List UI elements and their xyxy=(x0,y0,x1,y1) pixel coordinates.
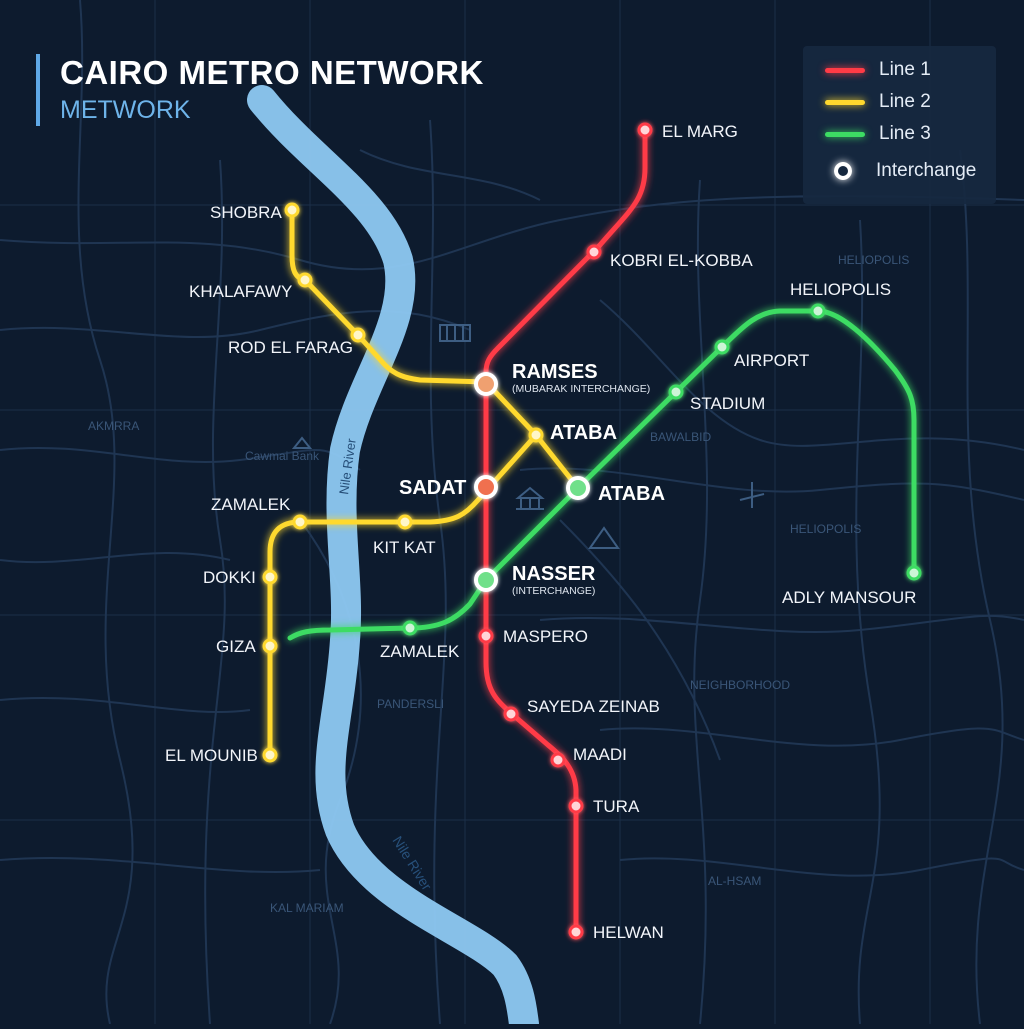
map-subtitle: METWORK xyxy=(60,96,191,124)
station-label: ZAMALEK xyxy=(211,495,291,514)
district-label: BAWALBID xyxy=(650,430,711,444)
station-label: SAYEDA ZEINAB xyxy=(527,697,660,716)
district-label: Cawmai Bank xyxy=(245,449,320,463)
bank-icon xyxy=(291,436,313,449)
legend: Line 1 Line 2 Line 3 Interchange xyxy=(803,46,996,204)
interchange-note-ramses: (MUBARAK INTERCHANGE) xyxy=(512,383,650,395)
station-kobri-el-kobba[interactable] xyxy=(586,244,602,260)
line3-swatch xyxy=(825,131,865,137)
station-maspero[interactable] xyxy=(478,628,494,644)
legend-label: Interchange xyxy=(876,160,977,181)
line-2-route xyxy=(267,207,581,758)
station-label: HELWAN xyxy=(593,923,664,942)
legend-label: Line 1 xyxy=(879,59,931,80)
interchange-nasser[interactable] xyxy=(474,568,498,592)
district-label: HELIOPOLIS xyxy=(790,522,861,536)
title-block: CAIRO METRO NETWORK METWORK xyxy=(36,54,484,126)
station-maadi[interactable] xyxy=(550,752,566,768)
interchange-label-sadat: SADAT xyxy=(399,477,466,499)
line1-swatch xyxy=(825,67,865,73)
legend-item-interchange: Interchange xyxy=(825,159,976,183)
station-tura[interactable] xyxy=(568,798,584,814)
map-title: CAIRO METRO NETWORK xyxy=(60,54,484,91)
interchange-sadat[interactable] xyxy=(474,475,498,499)
station-shobra[interactable] xyxy=(284,202,300,218)
station-label: STADIUM xyxy=(690,394,765,413)
station-label: ADLY MANSOUR xyxy=(782,588,916,607)
district-label: PANDERSLI xyxy=(377,697,444,711)
station-label: ZAMALEK xyxy=(380,642,460,661)
station-el-marg[interactable] xyxy=(637,122,653,138)
tower-icon xyxy=(739,482,765,508)
line2-swatch xyxy=(825,99,865,105)
station-ataba-line2[interactable] xyxy=(528,427,544,443)
station-label: MASPERO xyxy=(503,627,588,646)
station-label: HELIOPOLIS xyxy=(790,280,891,299)
legend-item-line1: Line 1 xyxy=(825,58,931,82)
station-dokki[interactable] xyxy=(262,569,278,585)
station-label: MAADI xyxy=(573,745,627,764)
interchange-label-ataba-upper: ATABA xyxy=(550,422,617,444)
station-label: AIRPORT xyxy=(734,351,809,370)
interchange-label-ataba-lower: ATABA xyxy=(598,483,665,505)
legend-label: Line 3 xyxy=(879,123,931,144)
station-label: KOBRI EL-KOBBA xyxy=(610,251,753,270)
interchange-label-ramses: RAMSES xyxy=(512,361,598,383)
district-label: HELIOPOLIS xyxy=(838,253,909,267)
station-label: TURA xyxy=(593,797,640,816)
line-3-route xyxy=(287,308,917,641)
station-el-mounib[interactable] xyxy=(262,747,278,763)
station-adly-mansour[interactable] xyxy=(906,565,922,581)
district-label: NEIGHBORHOOD xyxy=(690,678,790,692)
district-label: KAL MARIAM xyxy=(270,901,344,915)
station-label: DOKKI xyxy=(203,568,256,587)
interchange-ataba[interactable] xyxy=(566,476,590,500)
interchange-icon xyxy=(834,162,852,180)
station-label: EL MOUNIB xyxy=(165,746,258,765)
station-giza[interactable] xyxy=(262,638,278,654)
district-label: AL-HSAM xyxy=(708,874,761,888)
station-airport[interactable] xyxy=(714,339,730,355)
legend-label: Line 2 xyxy=(879,91,931,112)
station-label: SHOBRA xyxy=(210,203,282,222)
pyramid-icon xyxy=(588,526,620,549)
building-icon xyxy=(439,324,471,342)
legend-item-line2: Line 2 xyxy=(825,90,931,114)
interchange-note-nasser: (INTERCHANGE) xyxy=(512,585,595,597)
station-helwan[interactable] xyxy=(568,924,584,940)
station-rod-el-farag[interactable] xyxy=(350,327,366,343)
station-zamalek-line2[interactable] xyxy=(292,514,308,530)
station-label: ROD EL FARAG xyxy=(228,338,353,357)
station-khalafawy[interactable] xyxy=(297,272,313,288)
station-label: GIZA xyxy=(216,637,256,656)
station-label: KIT KAT xyxy=(373,538,436,557)
station-zamalek-line3[interactable] xyxy=(402,620,418,636)
station-heliopolis[interactable] xyxy=(810,303,826,319)
station-label: EL MARG xyxy=(662,122,738,141)
interchange-ramses[interactable] xyxy=(474,372,498,396)
district-label: AKMRRA xyxy=(88,419,139,433)
station-sayeda-zeinab[interactable] xyxy=(503,706,519,722)
station-label: KHALAFAWY xyxy=(189,282,292,301)
interchange-label-nasser: NASSER xyxy=(512,563,596,585)
station-kit-kat[interactable] xyxy=(397,514,413,530)
legend-item-line3: Line 3 xyxy=(825,122,931,146)
museum-icon xyxy=(515,486,545,510)
station-stadium[interactable] xyxy=(668,384,684,400)
